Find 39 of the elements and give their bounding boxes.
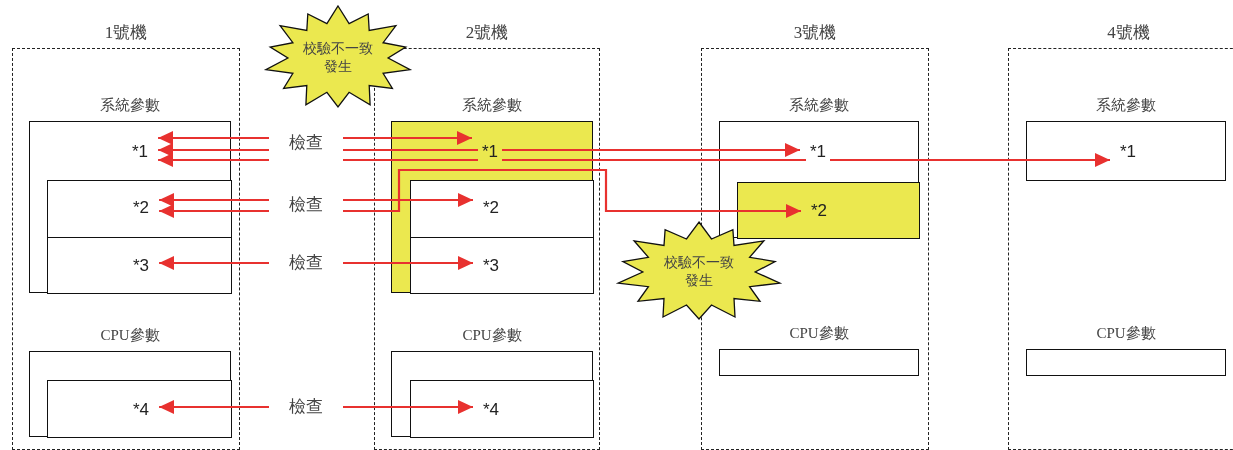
machine-title: 3號機: [793, 22, 837, 44]
machine-title: 1號機: [104, 22, 148, 44]
arrow: [159, 400, 269, 414]
box-heading: CPU參數: [100, 326, 160, 345]
box-heading: CPU參數: [1096, 324, 1156, 343]
arrow: [159, 204, 269, 218]
parameter-box: [47, 380, 232, 438]
box-heading: 系統參數: [789, 96, 849, 115]
arrow: [343, 400, 473, 414]
arrow: [159, 256, 269, 270]
parameter-box: [410, 237, 594, 294]
check-label: 檢查: [289, 397, 323, 417]
callout-text: 校驗不一致發生: [302, 40, 374, 76]
parameter-box: [47, 237, 232, 294]
arrow: [159, 193, 269, 207]
parameter-box: [410, 380, 594, 438]
arrow: [343, 256, 473, 270]
box-heading: CPU參數: [462, 326, 522, 345]
arrow: [158, 131, 269, 145]
callout-text: 校驗不一致發生: [663, 254, 735, 290]
check-label: 檢查: [289, 253, 323, 273]
arrow: [343, 193, 473, 207]
arrow: [343, 168, 801, 218]
parameter-box: [737, 182, 920, 239]
box-heading: 系統參數: [100, 96, 160, 115]
box-heading: 系統參數: [1096, 96, 1156, 115]
arrow: [158, 153, 269, 167]
box-heading: 系統參數: [462, 96, 522, 115]
machine-title: 2號機: [465, 22, 509, 44]
machine-title: 4號機: [1107, 22, 1150, 44]
check-label: 檢查: [289, 195, 323, 215]
box-heading: CPU參數: [789, 324, 849, 343]
check-label: 檢查: [289, 133, 323, 153]
parameter-box: [47, 180, 232, 238]
arrow: [343, 131, 472, 145]
arrow: [343, 153, 1110, 167]
arrow: [343, 143, 800, 157]
arrow: [158, 143, 269, 157]
parameter-box: [410, 180, 594, 238]
